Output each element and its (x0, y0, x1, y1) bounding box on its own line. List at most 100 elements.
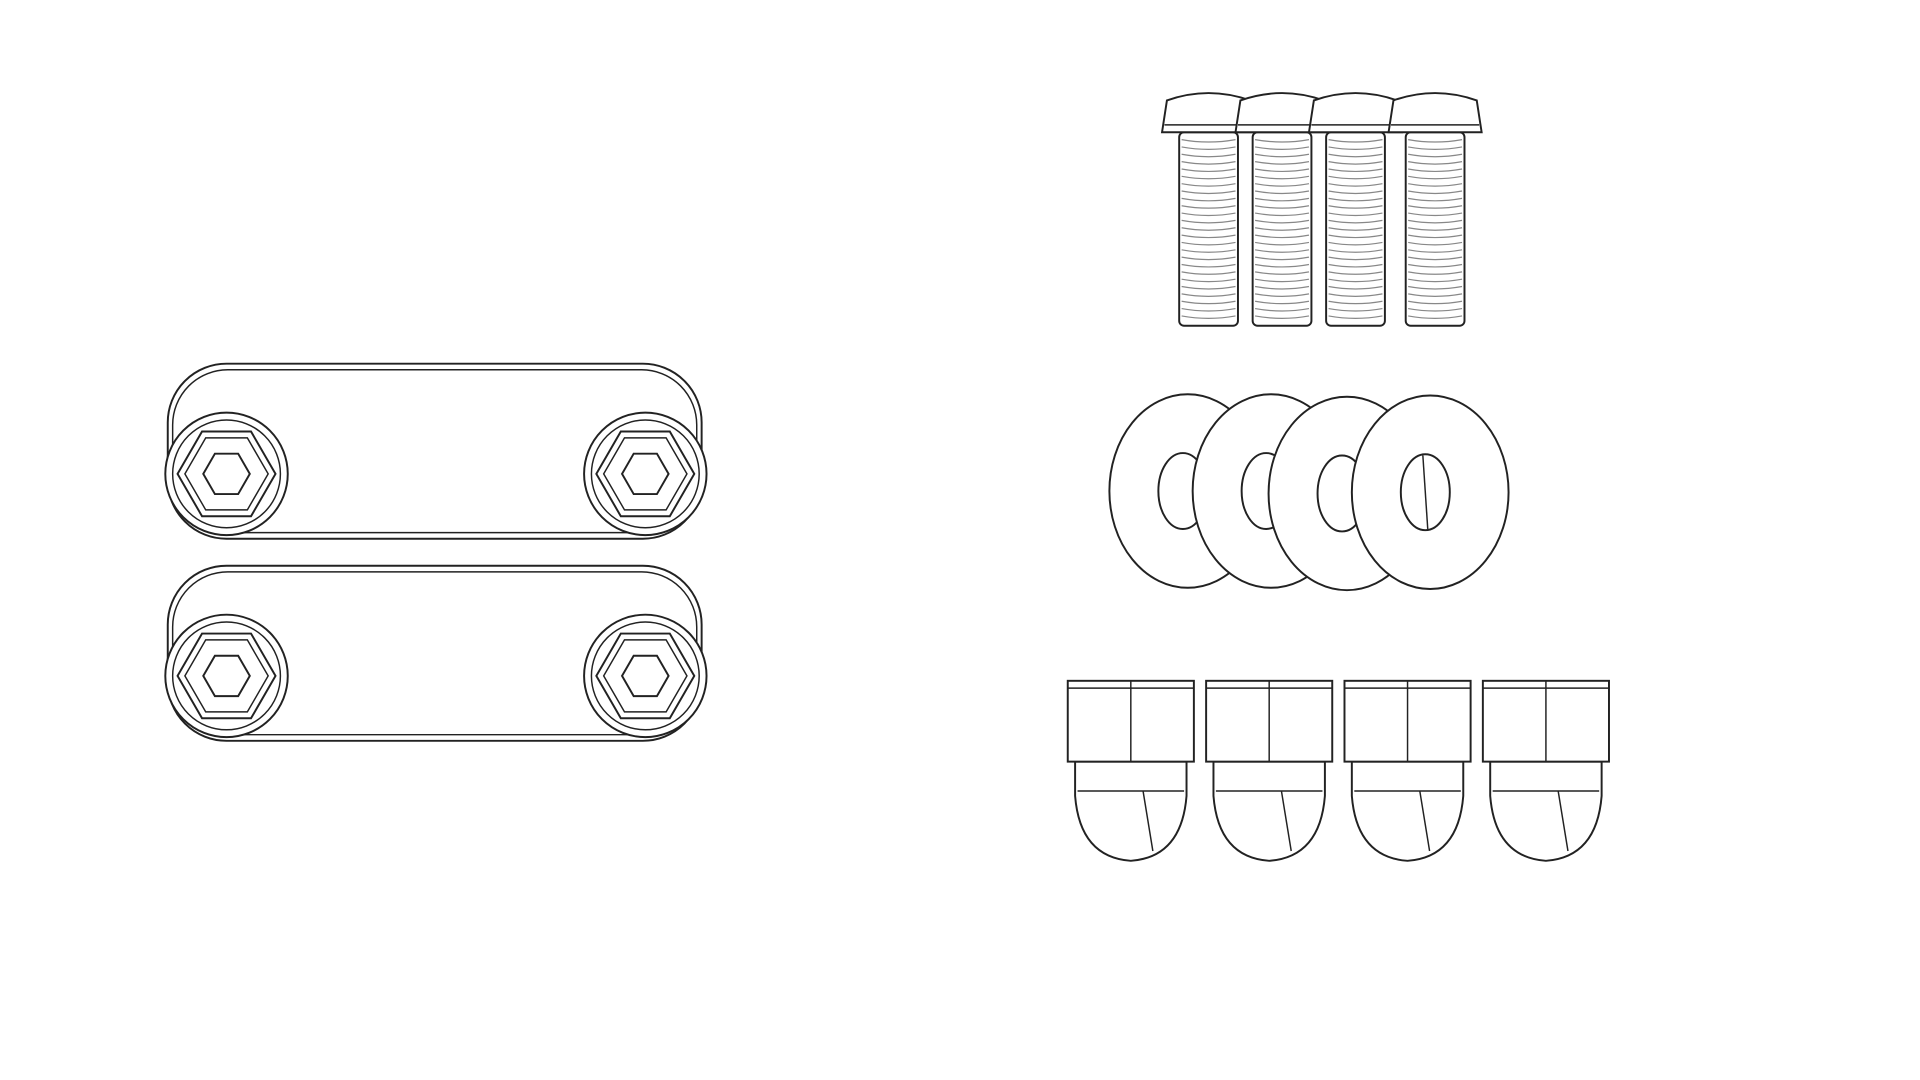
bolt-thread (1328, 219, 1383, 224)
bolt-thread (1328, 271, 1383, 275)
nut-hex-chamfer (602, 639, 688, 713)
bolt-thread (1408, 205, 1463, 209)
bolt-thread (1408, 138, 1463, 143)
bolt-thread (1254, 168, 1310, 173)
bolt-thread (1254, 197, 1310, 202)
acorn-dome-facet (1557, 790, 1569, 852)
bolt-thread (1254, 300, 1310, 305)
acorn-dome-facet (1419, 790, 1431, 852)
bolt-thread (1408, 285, 1463, 290)
bolt-thread (1328, 256, 1383, 261)
bolt-thread (1408, 175, 1463, 180)
bracket (164, 564, 708, 742)
bolt-thread (1181, 307, 1236, 312)
bolt-thread (1408, 146, 1463, 150)
bolt-thread (1328, 293, 1383, 297)
bolt-thread (1408, 161, 1463, 165)
nut-bolt-end (202, 654, 251, 698)
bolt-thread (1328, 241, 1383, 246)
bolt-group (1160, 92, 1483, 327)
bolt-thread (1254, 234, 1310, 239)
bolt-thread (1408, 256, 1463, 261)
acorn-nut (1481, 679, 1610, 862)
bolt-thread (1181, 293, 1236, 297)
bolt-thread (1254, 263, 1310, 268)
bolt-thread (1328, 190, 1383, 195)
bolt-thread (1328, 161, 1383, 165)
bolt-thread (1254, 256, 1310, 261)
bolt (1160, 92, 1257, 327)
bolt-head (1387, 92, 1483, 134)
bolt-thread (1181, 249, 1236, 253)
bolt-thread (1408, 190, 1463, 195)
bracket-group (164, 362, 708, 742)
bolt-thread (1181, 168, 1236, 173)
nut-washer-edge (171, 621, 282, 731)
bolt-thread (1181, 183, 1236, 187)
bolt-thread (1328, 249, 1383, 253)
bolt-thread (1181, 212, 1236, 217)
bolt-thread (1328, 175, 1383, 180)
bolt-thread (1408, 153, 1463, 158)
bolt-thread (1181, 175, 1236, 180)
bolt-thread (1408, 168, 1463, 173)
bolt-thread (1408, 278, 1463, 283)
bolt-thread (1254, 227, 1310, 231)
bolt-thread (1254, 175, 1310, 180)
bolt-thread (1328, 146, 1383, 150)
bolt-thread (1408, 212, 1463, 217)
bolt (1234, 92, 1330, 327)
bolt-thread (1328, 212, 1383, 217)
bolt-thread (1254, 293, 1310, 297)
hex-nut (583, 613, 708, 739)
bolt-thread (1408, 227, 1463, 231)
bolt-thread (1181, 227, 1236, 231)
bolt-thread (1181, 234, 1236, 239)
hex-nut (164, 411, 289, 537)
bolt-thread (1181, 271, 1236, 275)
bolt-thread (1254, 138, 1310, 143)
bolt-thread (1408, 241, 1463, 246)
bracket (164, 362, 708, 540)
bolt-thread (1328, 227, 1383, 231)
bolt-thread (1408, 300, 1463, 305)
bolt-thread (1181, 300, 1236, 305)
acorn-nut (1066, 679, 1195, 862)
bolt-thread (1328, 263, 1383, 268)
bolt-thread (1181, 138, 1236, 143)
hex-nut (164, 613, 289, 739)
bolt-thread (1408, 197, 1463, 202)
bolt-thread (1328, 300, 1383, 305)
acorn-dome (1212, 760, 1326, 862)
bolt-thread (1408, 263, 1463, 268)
acorn-dome (1489, 760, 1603, 862)
bolt-thread (1181, 256, 1236, 261)
bolt-thread (1181, 146, 1236, 150)
bolt-thread (1181, 190, 1236, 195)
bolt-thread (1408, 315, 1463, 319)
bolt-thread (1254, 271, 1310, 275)
nut-bolt-end (202, 452, 251, 496)
bolt-thread (1328, 307, 1383, 312)
acorn-nut (1343, 679, 1472, 862)
nut-bolt-end (620, 452, 670, 496)
bolt-thread (1254, 161, 1310, 165)
bolt-thread (1181, 315, 1236, 319)
acorn-dome (1074, 760, 1188, 862)
bolt-thread (1181, 241, 1236, 246)
bolt-thread (1328, 234, 1383, 239)
bolt-thread (1408, 249, 1463, 253)
bolt-thread (1408, 183, 1463, 187)
bolt-thread (1328, 168, 1383, 173)
bolt (1307, 92, 1404, 327)
bolt-thread (1181, 153, 1236, 158)
bolt-thread (1254, 146, 1310, 150)
bolt-thread (1408, 234, 1463, 239)
bolt-thread (1408, 293, 1463, 297)
acorn-nut (1205, 679, 1334, 862)
bolt-thread (1254, 212, 1310, 217)
hex-nut (583, 411, 708, 537)
bolt-thread (1328, 197, 1383, 202)
bolt-thread (1254, 190, 1310, 195)
